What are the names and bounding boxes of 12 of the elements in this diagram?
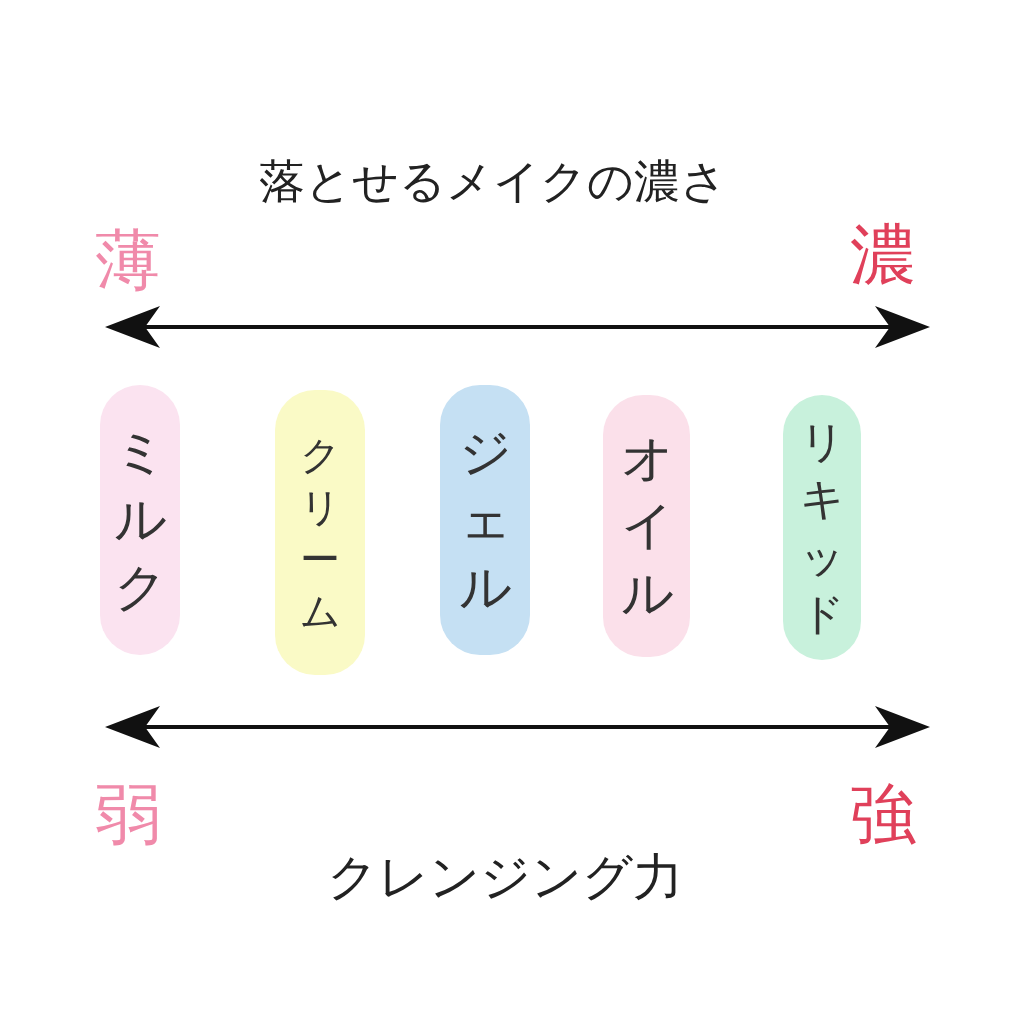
product-type-label: オイル [620,426,673,625]
scale-end-label: 弱 [95,782,161,848]
product-type-label: クリーム [300,430,340,636]
scale-end-label: 濃 [850,222,916,288]
highlight-blob [440,385,530,655]
product-type-label: ミルク [114,420,166,619]
scale-end-label: 薄 [95,228,161,294]
axis-label: クレンジング力 [327,852,683,902]
product-type-label: ジェル [459,420,511,619]
scale-end-label: 強 [850,782,916,848]
product-type-label: リキッド [800,415,844,641]
title: 落とせるメイクの濃さ [259,158,727,204]
